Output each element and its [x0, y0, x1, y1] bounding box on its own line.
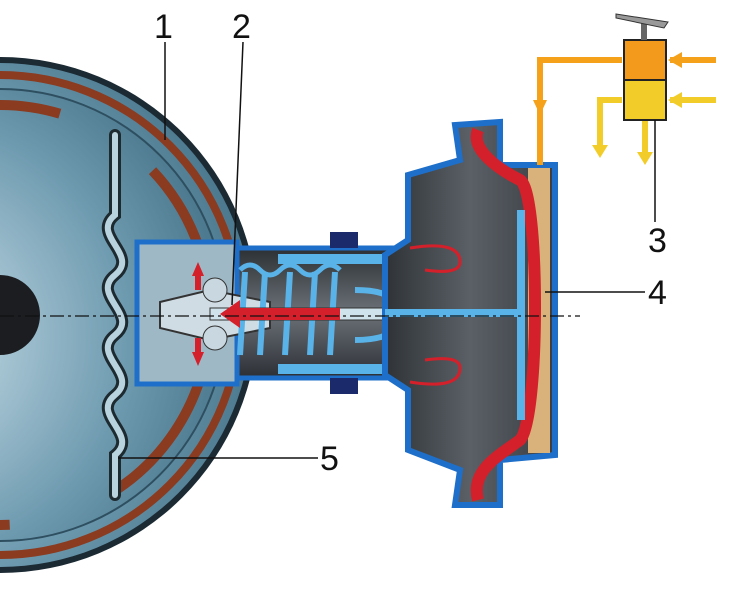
brake-valve [615, 13, 669, 121]
label-4: 4 [648, 274, 667, 312]
push-rod [385, 309, 520, 317]
brake-drum [0, 57, 258, 573]
brake-chamber [382, 118, 558, 508]
pressure-plate [517, 210, 525, 420]
label-5: 5 [320, 440, 339, 478]
diaphragm [470, 127, 541, 502]
label-2: 2 [232, 8, 251, 46]
leader-lines [118, 41, 656, 459]
force-arrows [192, 262, 340, 366]
label-1: 1 [154, 8, 173, 46]
air-supply [533, 52, 716, 165]
hub [0, 275, 40, 355]
label-3: 3 [648, 222, 667, 260]
